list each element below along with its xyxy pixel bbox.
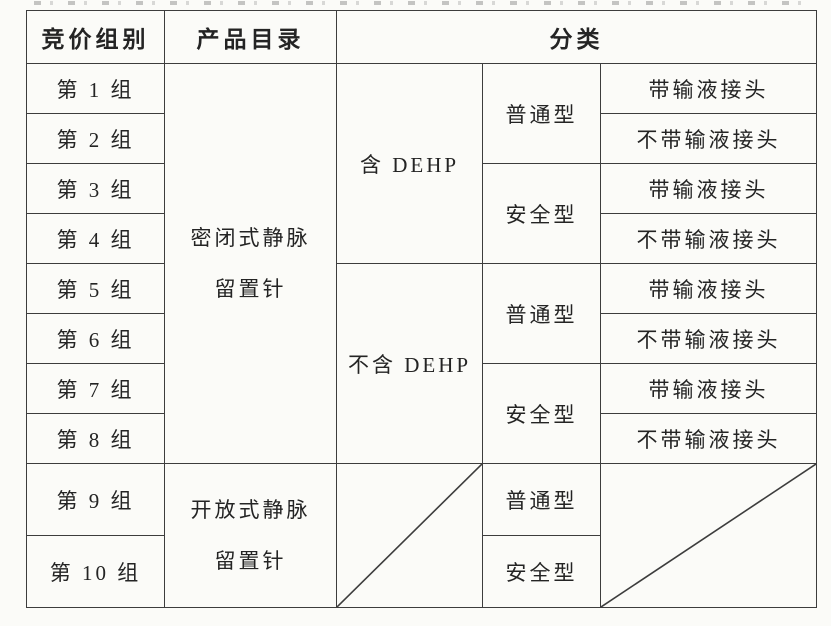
connector-without-cell-4: 不带输液接头 xyxy=(599,413,818,464)
header-group: 竞价组别 xyxy=(26,10,165,64)
type-ordinary-cell-2: 普通型 xyxy=(482,263,601,364)
connector-without-cell-3: 不带输液接头 xyxy=(599,313,818,364)
type-ordinary-cell-1: 普通型 xyxy=(482,63,601,164)
group-cell-9: 第 9 组 xyxy=(26,463,165,536)
table-header-row: 竞价组别 产品目录 分类 xyxy=(26,10,818,64)
group-cell-7: 第 7 组 xyxy=(26,363,165,414)
table-row: 第 1 组 密闭式静脉 留置针 含 DEHP 普通型 带输液接头 xyxy=(26,63,818,464)
group-cell-8: 第 8 组 xyxy=(26,413,165,464)
connector-without-cell-2: 不带输液接头 xyxy=(599,213,818,264)
type-safety-cell-3: 安全型 xyxy=(482,535,601,608)
group-cell-2: 第 2 组 xyxy=(26,113,165,164)
dehp-without-cell: 不含 DEHP xyxy=(336,263,483,464)
scan-cutoff-text-artifact xyxy=(34,1,814,5)
group-cell-10: 第 10 组 xyxy=(26,535,165,608)
dehp-with-cell: 含 DEHP xyxy=(336,63,483,264)
bidding-groups-table: 竞价组别 产品目录 分类 第 1 组 密闭式静脉 留置针 含 DEHP 普通型 … xyxy=(26,10,818,608)
diagonal-slash-icon xyxy=(337,464,482,607)
table-row: 第 7 组 安全型 带输液接头 xyxy=(26,363,818,464)
group-cell-5: 第 5 组 xyxy=(26,263,165,314)
table-row: 第 5 组 不含 DEHP 普通型 带输液接头 xyxy=(26,263,818,464)
connector-with-cell-4: 带输液接头 xyxy=(599,363,818,414)
table-row: 第 10 组 安全型 xyxy=(26,535,817,608)
connector-without-cell-1: 不带输液接头 xyxy=(599,113,818,164)
header-catalog: 产品目录 xyxy=(164,10,337,64)
group-cell-4: 第 4 组 xyxy=(26,213,165,264)
connector-with-cell-2: 带输液接头 xyxy=(599,163,818,214)
catalog-cell-closed: 密闭式静脉 留置针 xyxy=(164,63,337,464)
diagonal-empty-cell-dehp xyxy=(336,463,483,608)
type-ordinary-cell-3: 普通型 xyxy=(482,463,601,536)
group-cell-6: 第 6 组 xyxy=(26,313,165,364)
header-category: 分类 xyxy=(335,10,818,64)
catalog-cell-open: 开放式静脉 留置针 xyxy=(164,463,337,608)
type-safety-cell-1: 安全型 xyxy=(482,163,601,264)
diagonal-empty-cell-connector xyxy=(599,463,818,608)
connector-with-cell-1: 带输液接头 xyxy=(599,63,818,114)
type-safety-cell-2: 安全型 xyxy=(482,363,601,464)
group-cell-3: 第 3 组 xyxy=(26,163,165,214)
group-cell-1: 第 1 组 xyxy=(26,63,165,114)
table-row: 第 8 组 不带输液接头 xyxy=(26,413,818,464)
table-row: 第 2 组 不带输液接头 xyxy=(26,113,818,164)
connector-with-cell-3: 带输液接头 xyxy=(599,263,818,314)
table-row: 第 9 组 开放式静脉 留置针 普通型 xyxy=(26,463,818,608)
diagonal-slash-icon xyxy=(601,464,816,607)
table-row: 第 6 组 不带输液接头 xyxy=(26,313,818,364)
